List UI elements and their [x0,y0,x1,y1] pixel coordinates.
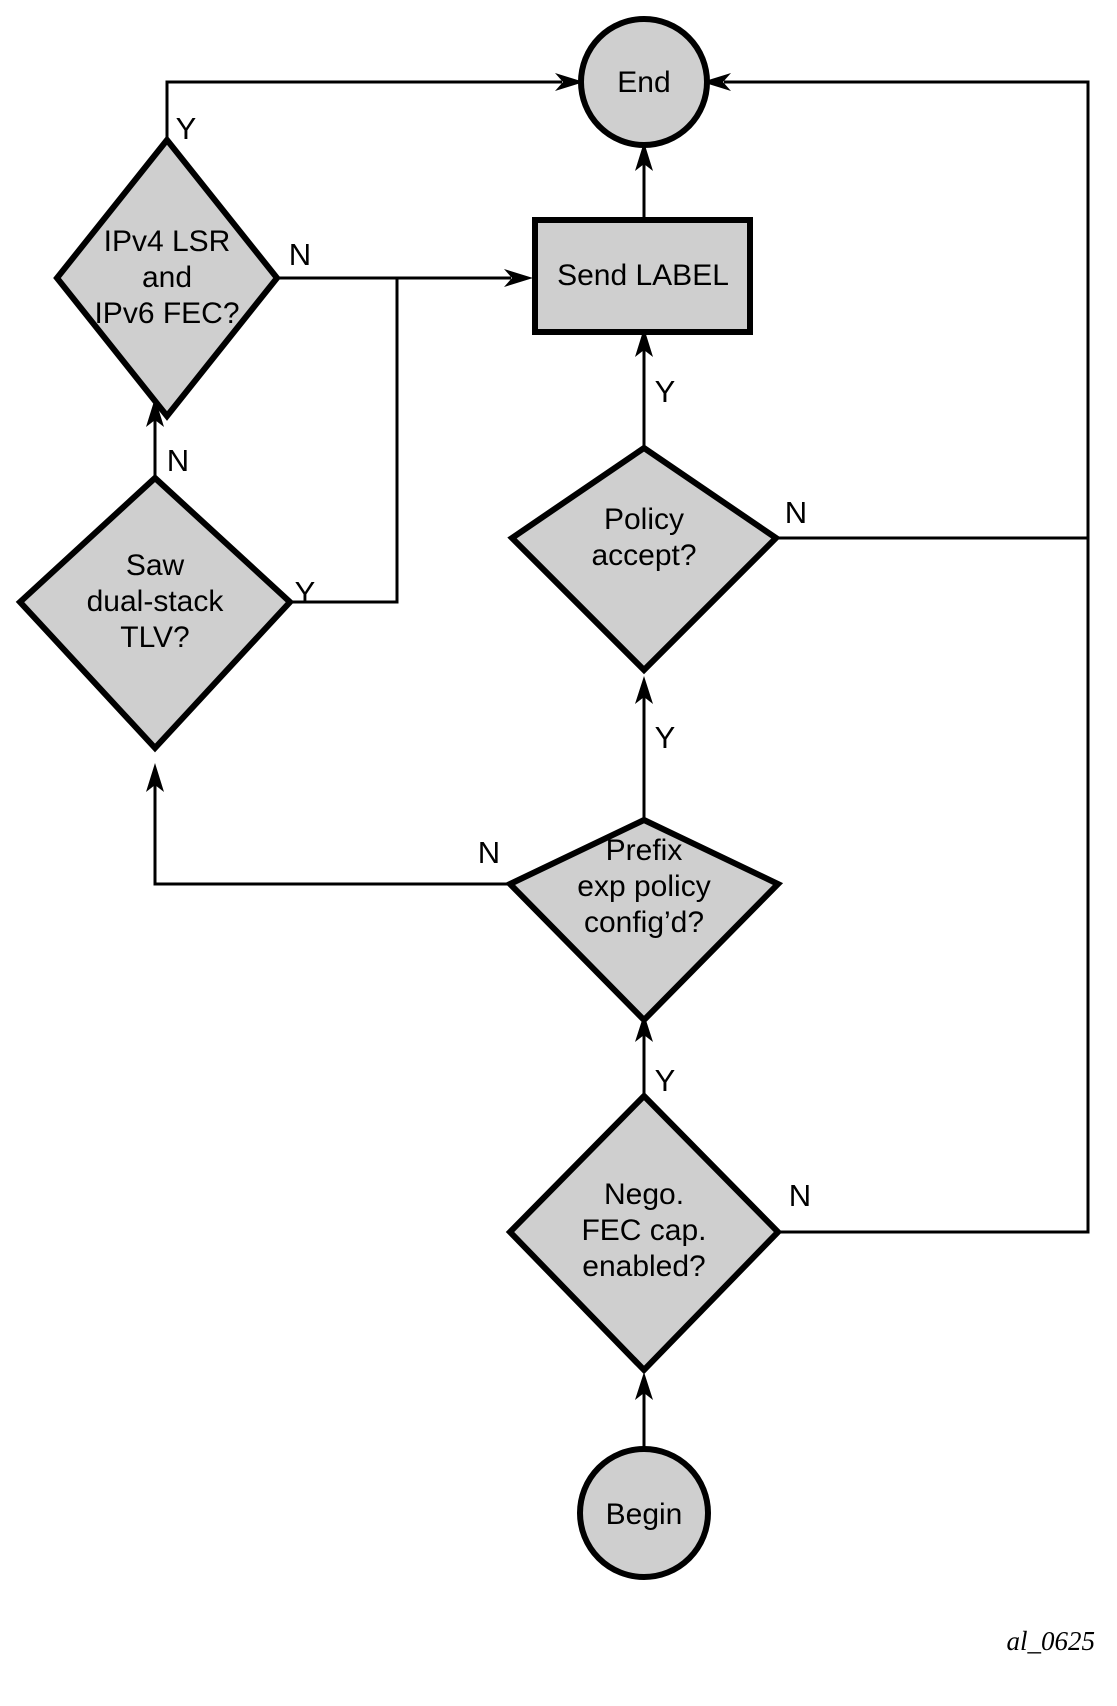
edge-ipv4-no: N [277,237,533,287]
node-end[interactable]: End [578,16,710,148]
policy-accept-line2: accept? [591,539,696,572]
send-label-rect [532,217,753,335]
edge-policy-no: N [776,495,1088,540]
nego-fec-line3: enabled? [582,1250,705,1283]
edge-dual-stack-yes: Y [290,278,399,610]
edge-nego-no: N [702,73,1090,1234]
edge-label-dual-stack-yes: Y [295,575,316,610]
begin-label: Begin [606,1498,683,1531]
node-begin[interactable]: Begin [577,1446,711,1580]
edge-prefix-no: N [146,763,510,886]
edge-ipv4-yes: Y [165,73,584,146]
edge-label-nego-no: N [789,1178,811,1213]
node-ipv4-ipv6[interactable]: IPv4 LSR and IPv6 FEC? [53,135,281,421]
dual-stack-tlv-line3: TLV? [120,621,189,654]
policy-accept-line1: Policy [604,503,684,536]
dual-stack-tlv-line1: Saw [126,549,185,582]
ipv4-ipv6-diamond [53,135,281,421]
nego-fec-diamond [505,1091,783,1375]
edge-dual-stack-no: N [146,398,189,478]
dual-stack-tlv-line2: dual-stack [87,585,225,618]
arrowhead-icon [146,763,164,792]
nego-fec-line1: Nego. [604,1178,684,1211]
prefix-policy-diamond [504,816,784,1025]
arrowhead-icon [702,73,731,91]
ipv4-ipv6-line1: IPv4 LSR [104,225,231,258]
dual-stack-tlv-diamond [15,473,295,753]
node-nego-fec[interactable]: Nego. FEC cap. enabled? [505,1091,783,1375]
edge-label-dual-stack-no: N [167,443,189,478]
edge-sendlabel-to-end [635,142,653,220]
arrowhead-icon [635,1372,653,1400]
edge-label-policy-no: N [785,495,807,530]
figure-caption: al_0625 [1006,1626,1095,1656]
send-label-text: Send LABEL [557,259,729,292]
arrowhead-icon [146,398,164,427]
end-circle [578,16,710,148]
edge-label-policy-yes: Y [655,374,676,409]
arrowhead-icon [635,676,653,704]
begin-circle [577,1446,711,1580]
arrowhead-icon [635,142,653,171]
edge-label-ipv4-no: N [289,237,311,272]
edge-label-prefix-no: N [478,835,500,870]
node-policy-accept[interactable]: Policy accept? [507,444,781,675]
node-send-label[interactable]: Send LABEL [532,217,753,335]
node-dual-stack-tlv[interactable]: Saw dual-stack TLV? [15,473,295,753]
prefix-policy-line1: Prefix [606,834,683,867]
node-prefix-policy[interactable]: Prefix exp policy config’d? [504,816,784,1025]
prefix-policy-line2: exp policy [577,870,710,903]
edge-label-nego-yes: Y [655,1063,676,1098]
arrowhead-icon [504,269,533,287]
ipv4-ipv6-line2: and [142,261,192,294]
ipv4-ipv6-line3: IPv6 FEC? [94,297,239,330]
edge-label-prefix-yes: Y [655,720,676,755]
nego-fec-line2: FEC cap. [581,1214,706,1247]
edge-begin-to-nego [635,1372,653,1450]
end-label: End [617,66,670,99]
arrowhead-icon [635,1014,653,1042]
arrowhead-icon [555,73,584,91]
prefix-policy-line3: config’d? [584,906,704,939]
edge-prefix-yes: Y [635,676,675,824]
edge-label-ipv4-yes: Y [176,111,197,146]
arrowhead-icon [635,328,653,357]
policy-accept-diamond [507,444,781,675]
